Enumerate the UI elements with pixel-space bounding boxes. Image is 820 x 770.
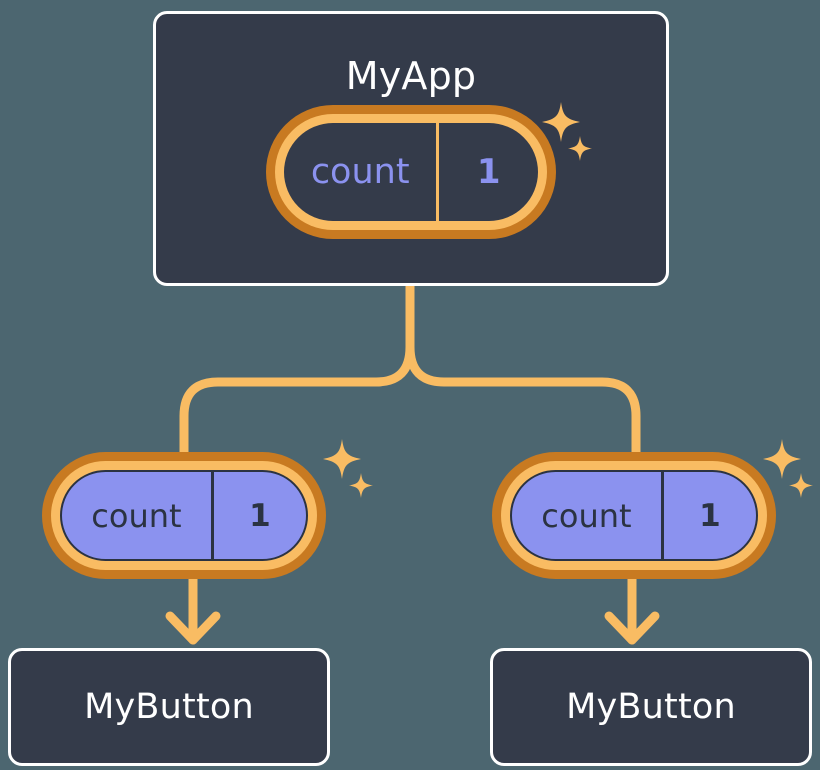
props-pill-key-right: count xyxy=(541,496,632,535)
props-pill-value-right: 1 xyxy=(660,472,756,559)
sparkle-icon-large xyxy=(323,439,361,479)
props-pill-ring-inner-right: count 1 xyxy=(501,461,767,570)
sparkle-icon-small xyxy=(349,473,373,498)
state-pill-body: count 1 xyxy=(284,123,538,221)
props-pill-ring-inner-left: count 1 xyxy=(51,461,317,570)
state-pill-value: 1 xyxy=(436,123,538,221)
sparkle-icon-large xyxy=(763,439,801,479)
connector-branch-left xyxy=(179,342,415,457)
state-pill-myapp-count[interactable]: count 1 xyxy=(266,105,556,239)
component-title-mybutton-left: MyButton xyxy=(84,687,254,727)
sparkle-group-left xyxy=(323,439,373,498)
component-title-mybutton-right: MyButton xyxy=(566,687,736,727)
component-title-myapp: MyApp xyxy=(345,54,477,98)
props-pill-right-count[interactable]: count 1 xyxy=(492,452,776,579)
arrow-head-right xyxy=(604,611,660,645)
connector-branch-right xyxy=(405,342,641,457)
props-pill-left-count[interactable]: count 1 xyxy=(42,452,326,579)
sparkle-icon-small xyxy=(789,473,813,498)
state-pill-key: count xyxy=(310,152,410,192)
arrow-head-left xyxy=(165,611,221,645)
state-pill-ring-inner: count 1 xyxy=(275,114,547,230)
props-pill-value-left: 1 xyxy=(210,472,306,559)
props-pill-key-left: count xyxy=(91,496,182,535)
props-pill-body-left: count 1 xyxy=(60,470,308,561)
component-box-mybutton-right[interactable]: MyButton xyxy=(490,648,812,766)
props-pill-body-right: count 1 xyxy=(510,470,758,561)
component-box-mybutton-left[interactable]: MyButton xyxy=(8,648,330,766)
